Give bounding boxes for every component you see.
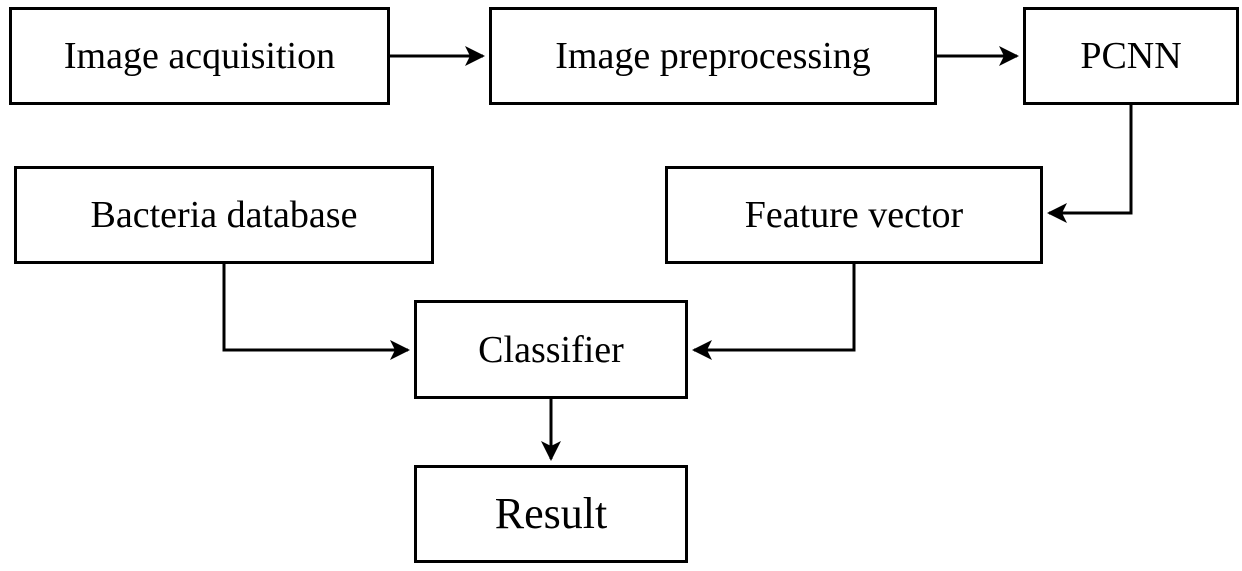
bacteria-database-box: Bacteria database — [14, 166, 434, 264]
pcnn-box: PCNN — [1023, 7, 1239, 105]
pcnn-label: PCNN — [1080, 35, 1182, 77]
bacteria-database-label: Bacteria database — [90, 194, 358, 236]
feature-vector-label: Feature vector — [744, 194, 964, 236]
classifier-box: Classifier — [414, 300, 688, 399]
image-preprocessing-box: Image preprocessing — [489, 7, 937, 105]
image-acquisition-box: Image acquisition — [9, 7, 390, 105]
edge-feature-vector-to-classifier — [692, 264, 856, 360]
edge-pcnn-to-feature-vector — [1047, 105, 1133, 223]
result-label: Result — [494, 489, 608, 538]
image-preprocessing-label: Image preprocessing — [555, 35, 871, 77]
feature-vector-box: Feature vector — [665, 166, 1043, 264]
image-acquisition-label: Image acquisition — [63, 35, 336, 77]
result-box: Result — [414, 465, 688, 563]
edge-bacteria-database-to-classifier — [222, 264, 410, 360]
classifier-label: Classifier — [478, 328, 624, 371]
